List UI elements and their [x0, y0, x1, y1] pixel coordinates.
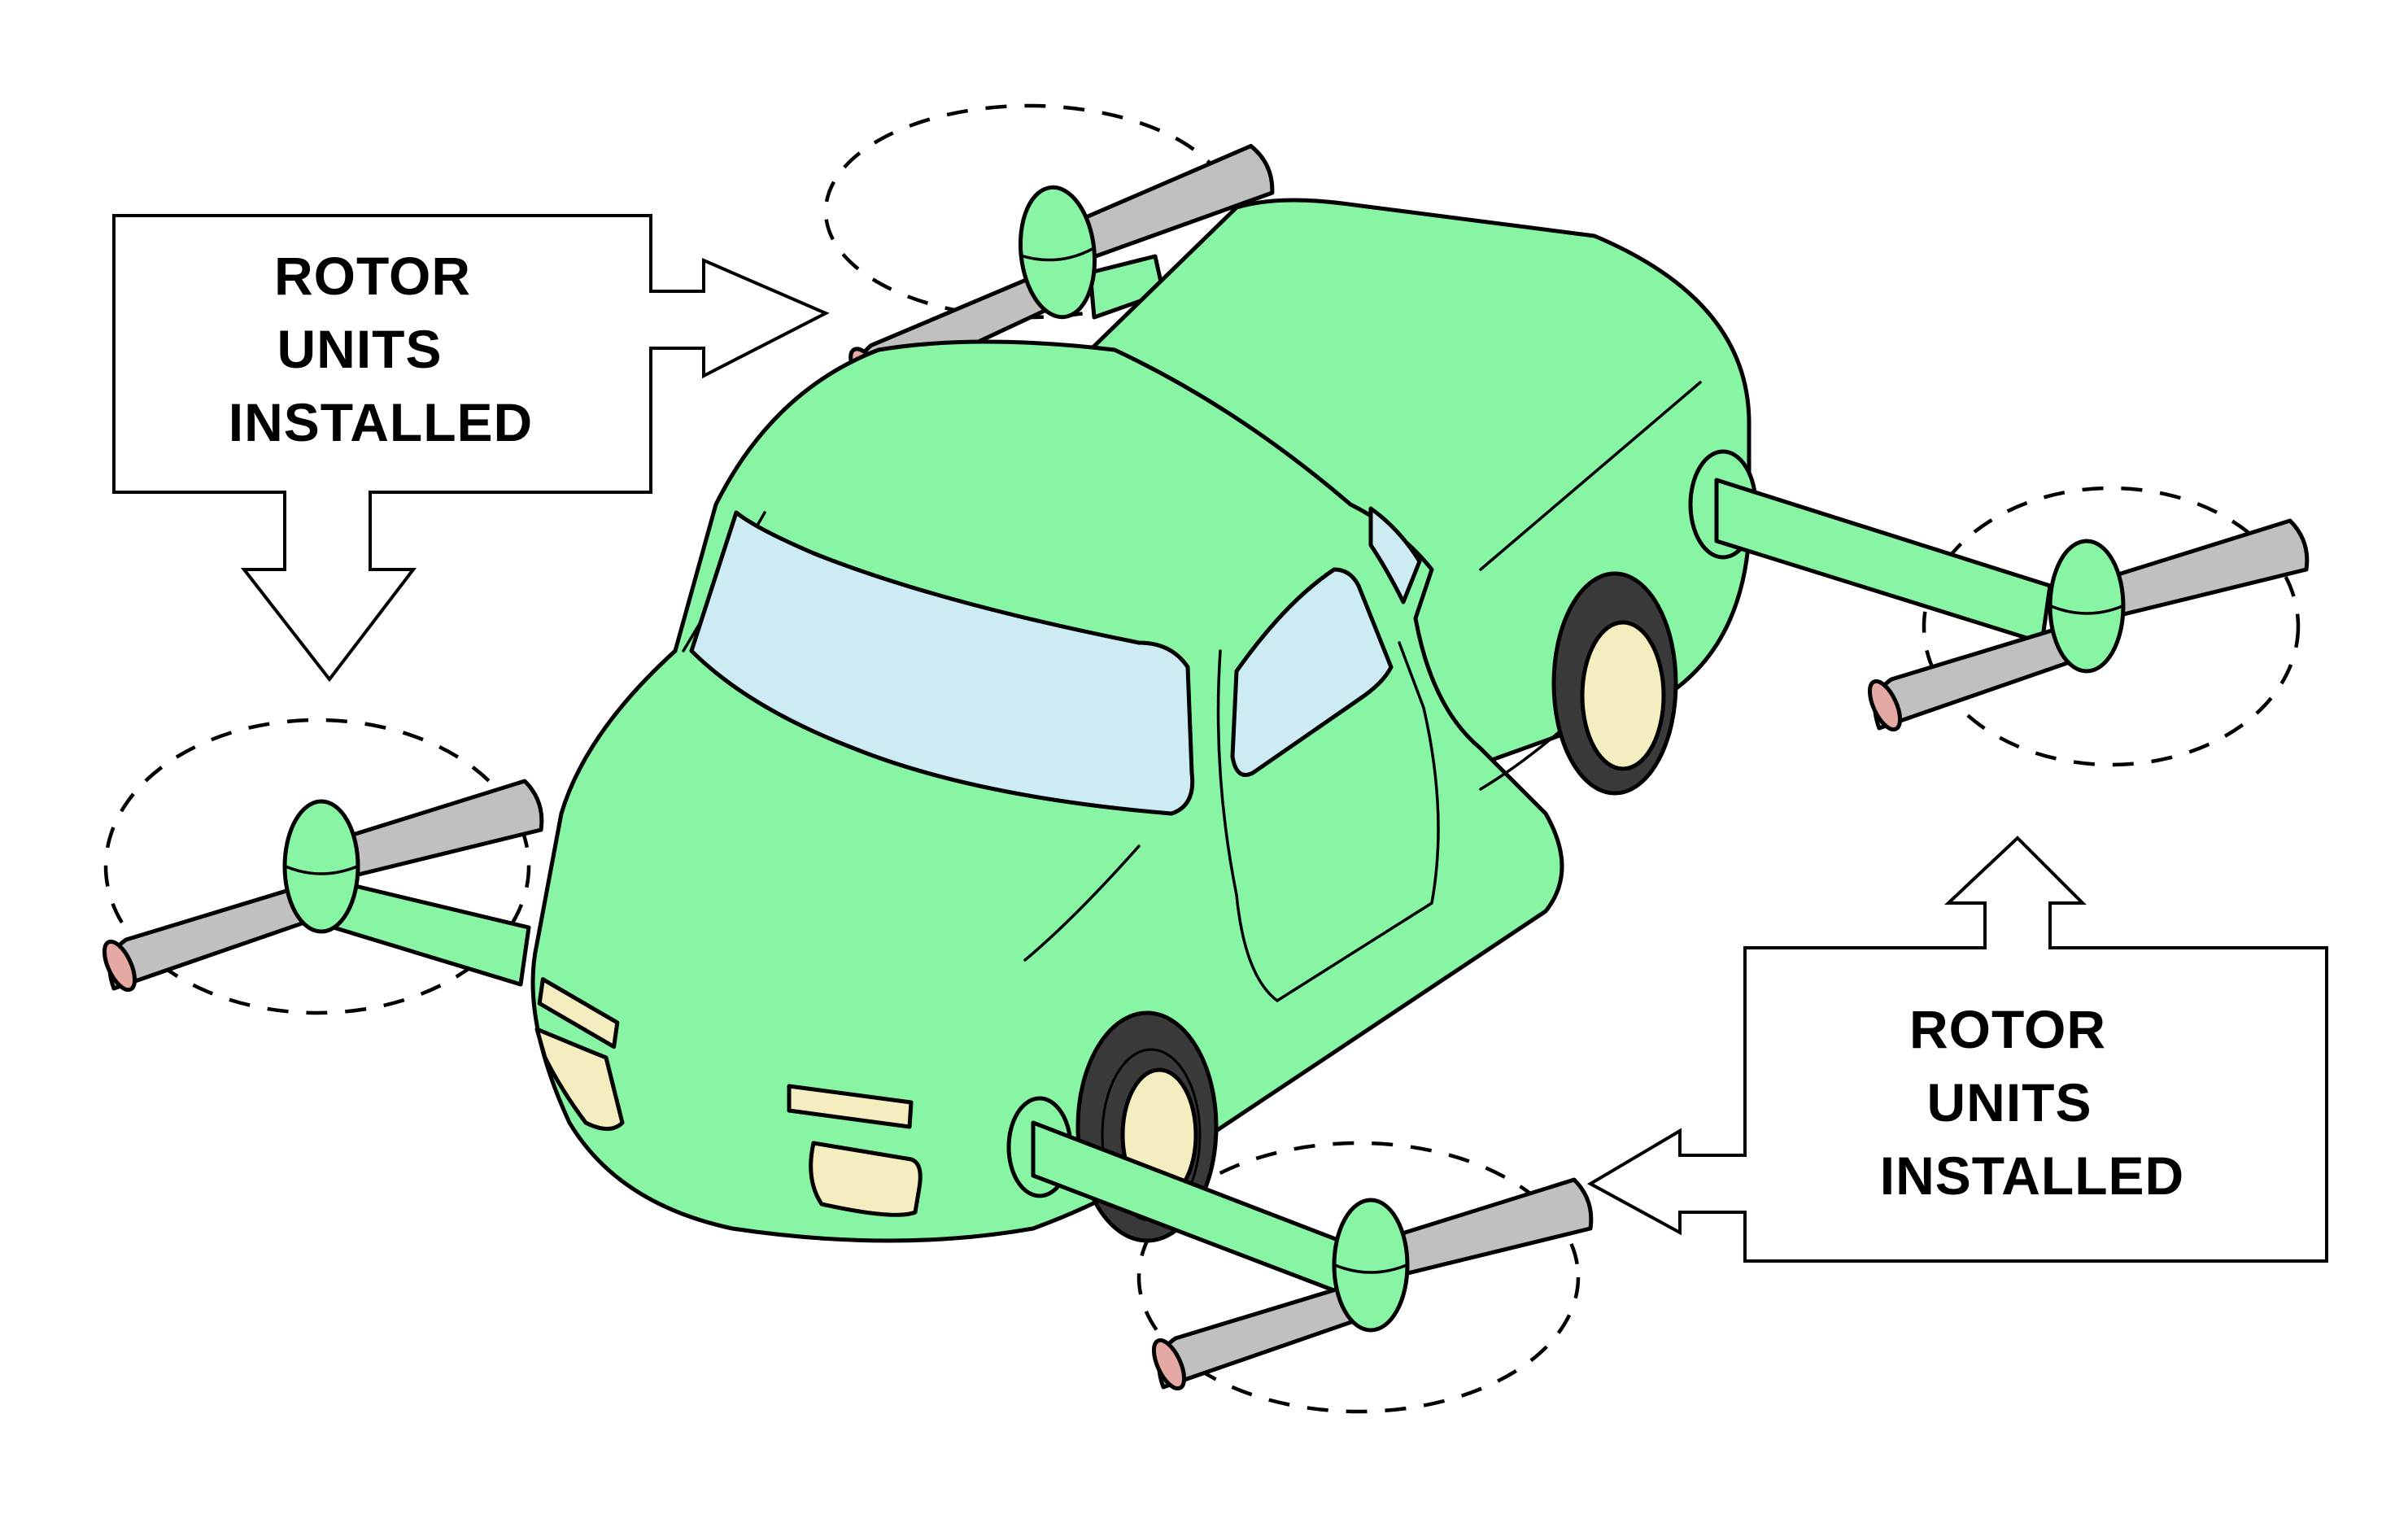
- rotor-unit-bottom: [1006, 1096, 1591, 1393]
- windshield: [689, 510, 1195, 816]
- rotor-unit-left: [98, 781, 542, 994]
- wheel-rear: [1551, 571, 1678, 796]
- left-callout-arrow-shape: [112, 214, 830, 683]
- side-window: [1230, 567, 1394, 777]
- left-callout-line-3: INSTALLED: [229, 392, 533, 452]
- right-callout-line-1: ROTOR: [1909, 999, 2106, 1059]
- rear-quarter-window: [1368, 506, 1422, 604]
- left-callout-line-1: ROTOR: [274, 246, 471, 306]
- rotor-sweep-right: [1922, 486, 2301, 767]
- left-callout-line-2: UNITS: [277, 319, 443, 379]
- rotor-sweep-left: [103, 718, 531, 1015]
- rotor-sweep-bottom: [1136, 1141, 1581, 1414]
- rotor-arm-right: [1714, 478, 2052, 645]
- rotor-unit-right: [1688, 449, 2307, 734]
- left-callout: ROTOR UNITS INSTALLED: [112, 214, 830, 683]
- car-body: [530, 198, 1751, 1243]
- right-callout: ROTOR UNITS INSTALLED: [1586, 836, 2328, 1263]
- headlights: [534, 977, 923, 1217]
- rotor-arm-left: [331, 880, 531, 987]
- right-callout-line-3: INSTALLED: [1880, 1146, 2184, 1206]
- right-callout-arrow-shape: [1586, 836, 2328, 1263]
- right-callout-line-2: UNITS: [1927, 1072, 2092, 1132]
